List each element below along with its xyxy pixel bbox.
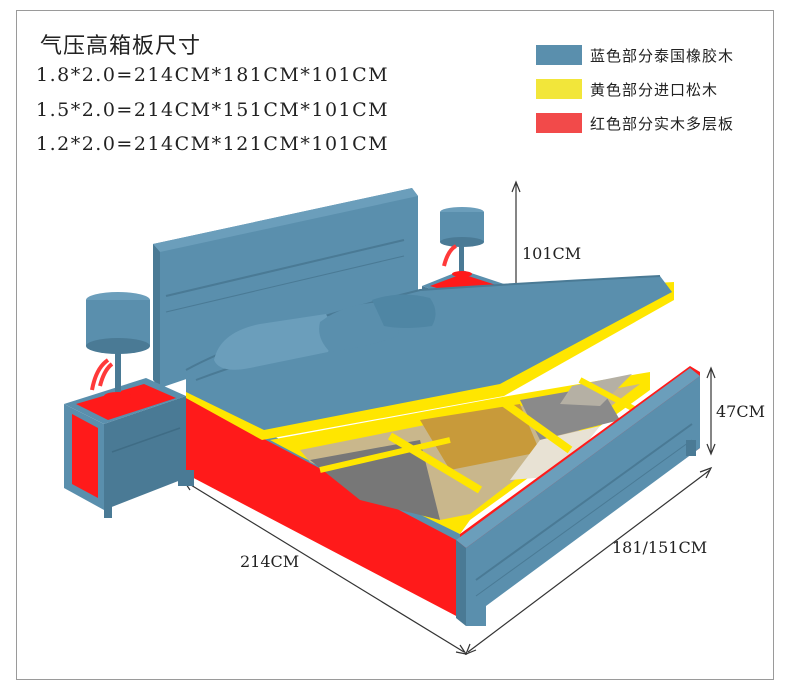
width-dimension-label: 181/151CM <box>612 538 708 557</box>
legend-item-red: 红色部分实木多层板 <box>536 112 734 134</box>
pillows <box>214 294 436 370</box>
side-height-dimension-line <box>706 366 716 456</box>
size-line-1: 1.8*2.0=214CM*181CM*101CM <box>36 64 390 86</box>
legend-label-yellow: 黄色部分进口松木 <box>590 80 719 99</box>
left-nightstand <box>64 378 186 518</box>
left-lamp <box>86 292 150 400</box>
footboard <box>456 368 700 626</box>
height-dimension-line <box>511 180 521 300</box>
legend-item-blue: 蓝色部分泰国橡胶木 <box>536 44 734 66</box>
legend-swatch-red <box>536 113 582 133</box>
right-lamp <box>440 207 484 277</box>
legend-swatch-yellow <box>536 79 582 99</box>
side-height-dimension-label: 47CM <box>716 402 765 421</box>
length-dimension-label: 214CM <box>240 552 300 571</box>
size-line-2: 1.5*2.0=214CM*151CM*101CM <box>36 99 390 121</box>
height-dimension-label: 101CM <box>522 244 582 263</box>
headboard <box>153 188 418 388</box>
image-frame <box>16 10 774 680</box>
legend-swatch-blue <box>536 45 582 65</box>
width-dimension-line <box>464 466 713 656</box>
legend-label-red: 红色部分实木多层板 <box>590 114 735 133</box>
page-title: 气压高箱板尺寸 <box>40 34 202 59</box>
size-line-3: 1.2*2.0=214CM*121CM*101CM <box>36 133 390 155</box>
legend-label-blue: 蓝色部分泰国橡胶木 <box>590 46 735 65</box>
legend-item-yellow: 黄色部分进口松木 <box>536 78 718 100</box>
storage-compartment <box>270 372 650 534</box>
